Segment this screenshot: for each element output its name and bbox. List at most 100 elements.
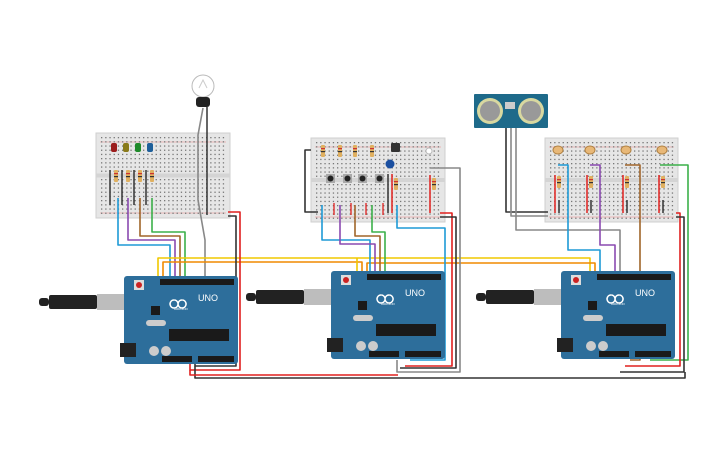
- hole: [558, 163, 560, 165]
- light-bulb[interactable]: [191, 74, 215, 215]
- hole: [659, 192, 661, 194]
- hole: [193, 204, 195, 206]
- arduino-uno-3[interactable]: [476, 271, 675, 359]
- hole: [172, 179, 174, 181]
- hole: [579, 213, 581, 215]
- hole: [575, 184, 577, 186]
- pushbutton-4[interactable]: [375, 174, 384, 183]
- resistor-band: [394, 184, 398, 186]
- pushbutton-2[interactable]: [343, 174, 352, 183]
- led-3: [135, 143, 141, 152]
- hole: [218, 145, 220, 147]
- hole: [349, 146, 351, 148]
- hole: [214, 162, 216, 164]
- hole: [634, 175, 636, 177]
- hole: [201, 187, 204, 189]
- hole: [571, 167, 573, 169]
- hole: [387, 213, 389, 215]
- hole: [404, 205, 406, 207]
- hole: [337, 142, 339, 144]
- analog-header: [635, 351, 671, 357]
- hole: [180, 179, 183, 181]
- hole: [571, 184, 573, 186]
- hole: [362, 192, 364, 194]
- resistor-top-3: [353, 145, 357, 157]
- hole: [634, 192, 636, 194]
- hole: [634, 171, 636, 173]
- hole: [320, 150, 322, 152]
- hole: [320, 154, 322, 156]
- hole: [138, 183, 141, 185]
- hole: [337, 154, 339, 156]
- hole: [374, 154, 377, 156]
- breadboard-3[interactable]: [544, 137, 679, 223]
- hole: [105, 200, 107, 202]
- hole: [433, 150, 435, 152]
- hole: [172, 137, 174, 139]
- hole: [358, 200, 360, 203]
- hole: [222, 170, 225, 172]
- hole: [416, 184, 419, 186]
- hole: [345, 213, 347, 215]
- hole: [345, 184, 347, 186]
- hole: [105, 191, 107, 193]
- hole: [646, 167, 648, 169]
- resistor-top-4: [370, 145, 374, 157]
- hole: [395, 192, 398, 194]
- hole: [218, 170, 220, 172]
- hole: [412, 142, 414, 144]
- hole: [193, 170, 195, 172]
- hole: [320, 188, 322, 190]
- hole: [421, 150, 423, 152]
- hole: [625, 192, 627, 194]
- hole: [642, 163, 644, 165]
- hole: [646, 184, 648, 186]
- hole: [596, 205, 598, 207]
- arduino-uno-2[interactable]: [246, 271, 445, 359]
- hole: [345, 142, 347, 144]
- hole: [176, 166, 178, 168]
- resistor-band: [126, 176, 130, 178]
- hole: [201, 195, 204, 198]
- hole: [185, 179, 187, 181]
- hole: [425, 209, 427, 211]
- hole: [222, 141, 225, 143]
- hole: [550, 205, 552, 207]
- hole: [404, 146, 406, 148]
- resistor-band: [661, 179, 665, 181]
- hole: [579, 167, 581, 169]
- hole: [421, 217, 423, 219]
- hole: [109, 145, 111, 147]
- ultrasonic-sensor[interactable]: [474, 94, 548, 128]
- hole: [218, 162, 220, 164]
- wire-orange: [162, 261, 363, 280]
- hole: [621, 175, 623, 177]
- hole: [155, 145, 157, 147]
- hole: [579, 209, 581, 211]
- hole: [579, 154, 581, 156]
- hole: [353, 192, 356, 194]
- hole: [433, 196, 435, 198]
- hole: [316, 196, 318, 198]
- hole: [554, 217, 556, 219]
- hole: [328, 146, 330, 148]
- hole: [164, 153, 166, 156]
- pushbutton-3[interactable]: [358, 174, 367, 183]
- hole: [404, 171, 406, 173]
- hole: [412, 184, 414, 186]
- hole: [130, 183, 132, 185]
- hole: [592, 209, 594, 211]
- hole: [143, 212, 145, 214]
- hole: [437, 171, 440, 173]
- hole: [554, 163, 556, 165]
- arduino-uno-1[interactable]: [39, 276, 238, 364]
- hole: [151, 187, 153, 189]
- hole: [159, 137, 162, 139]
- hole: [180, 183, 183, 185]
- hole: [143, 158, 145, 160]
- hole: [550, 171, 552, 173]
- hole: [600, 163, 602, 165]
- hole: [604, 196, 606, 198]
- pushbutton-1[interactable]: [326, 174, 335, 183]
